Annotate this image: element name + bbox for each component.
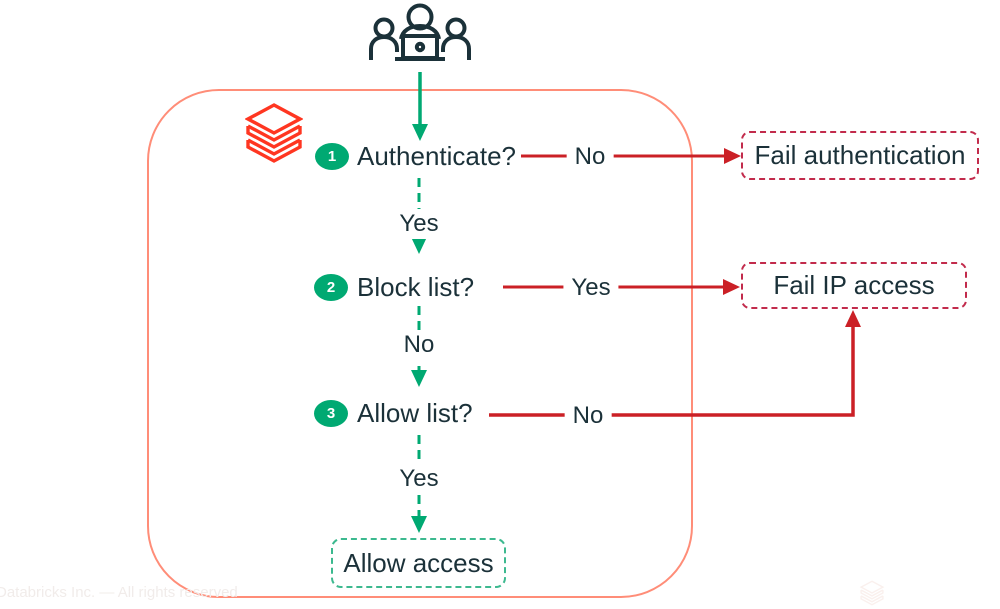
fail-authentication-box: Fail authentication — [741, 131, 979, 180]
step-3-down-label: Yes — [391, 464, 447, 494]
databricks-logo-watermark — [859, 580, 885, 606]
step-2-badge: 2 — [314, 274, 348, 301]
step-1-label: Authenticate? — [357, 141, 517, 171]
step-3-label: Allow list? — [357, 398, 473, 428]
step-2-label: Block list? — [357, 272, 475, 302]
step-2-down-label: No — [395, 330, 443, 360]
databricks-logo — [245, 103, 303, 163]
allow-access-box: Allow access — [331, 538, 506, 588]
step-3-badge: 3 — [314, 400, 348, 427]
step-3-branch-label: No — [564, 401, 612, 431]
copyright-watermark: Databricks Inc. — All rights reserved — [0, 584, 238, 601]
step-2-branch-label: Yes — [563, 273, 619, 303]
step-1-badge: 1 — [315, 143, 349, 170]
step-1-down-label: Yes — [391, 209, 447, 239]
users-at-laptop-icon — [369, 3, 471, 61]
fail-ip-access-box: Fail IP access — [741, 262, 967, 309]
step-1-branch-label: No — [566, 142, 614, 172]
